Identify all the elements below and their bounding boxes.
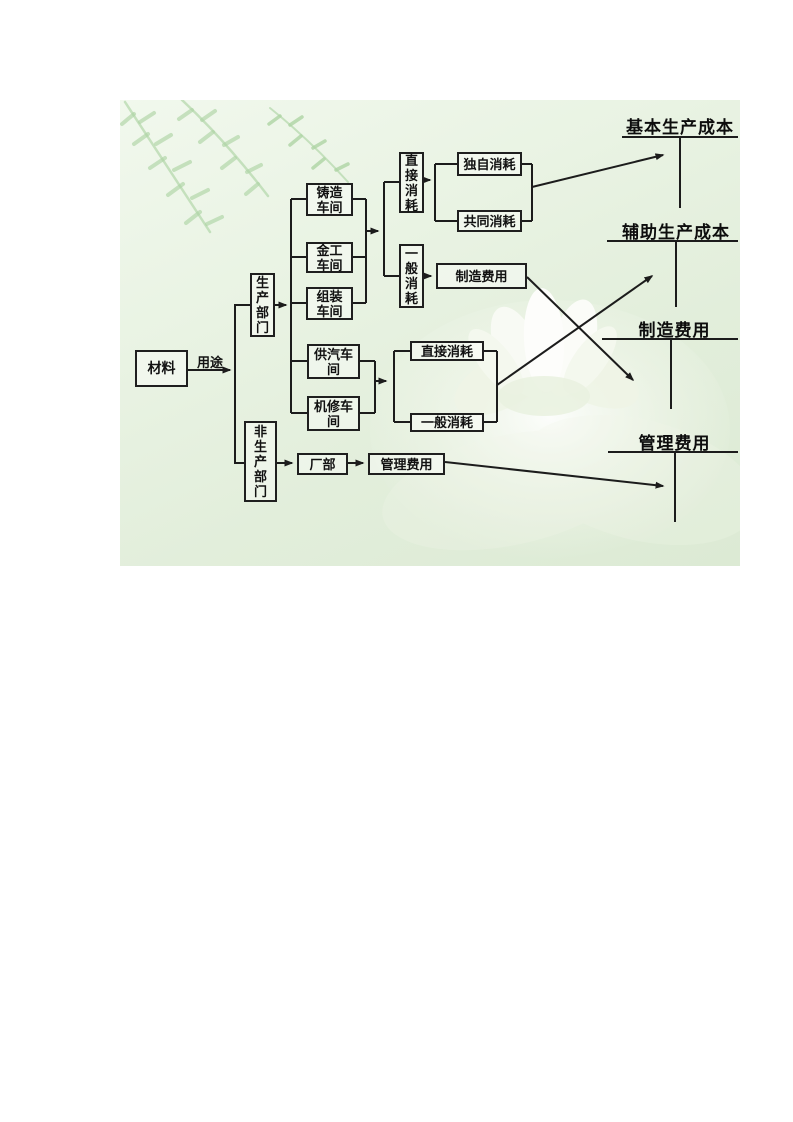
- arrow-mfgbox-to-mfg-account: [526, 276, 635, 382]
- background-decoration: [120, 100, 740, 560]
- node-general-consumption-main: 一 般 消 耗: [399, 244, 424, 308]
- account-manufacturing-expense: 制造费用: [638, 321, 711, 340]
- node-material: 材料: [135, 350, 188, 387]
- node-production-dept: 生 产 部 门: [250, 273, 275, 337]
- account-basic-production-cost: 基本生产成本: [626, 118, 734, 137]
- node-manufacturing-expense: 制造费用: [436, 263, 527, 289]
- slide-panel: 材料 用途 生 产 部 门 非 生 产 部 门 铸造 车间 金工 车间 组装 车…: [120, 100, 740, 566]
- arrow-to-basic-production-cost: [531, 153, 665, 188]
- node-direct-consumption-aux: 直接消耗: [410, 341, 484, 361]
- usage-arrow-label: 用途: [196, 355, 223, 370]
- node-common-consumption: 共同消耗: [457, 210, 522, 232]
- leaf-fronds-icon: [120, 100, 350, 234]
- node-assembly-workshop: 组装 车间: [306, 287, 353, 320]
- node-general-consumption-aux: 一般消耗: [410, 413, 484, 432]
- node-direct-consumption-main: 直 接 消 耗: [399, 152, 424, 213]
- node-casting-workshop: 铸造 车间: [306, 183, 353, 216]
- node-repair-workshop: 机修车 间: [307, 396, 360, 431]
- node-admin-expense: 管理费用: [368, 453, 445, 475]
- account-auxiliary-production-cost: 辅助生产成本: [622, 223, 730, 242]
- arrow-to-admin-expense-account: [444, 461, 665, 489]
- node-non-production-dept: 非 生 产 部 门: [244, 421, 277, 502]
- node-factory-hq: 厂部: [297, 453, 348, 475]
- account-admin-expense: 管理费用: [638, 434, 711, 453]
- node-individual-consumption: 独自消耗: [457, 152, 522, 176]
- connector-lines: [188, 136, 738, 522]
- node-metalwork-workshop: 金工 车间: [306, 242, 353, 273]
- arrow-to-auxiliary-production-cost: [496, 275, 654, 386]
- node-steam-workshop: 供汽车 间: [307, 344, 360, 379]
- lotus-flower-icon: [370, 288, 740, 560]
